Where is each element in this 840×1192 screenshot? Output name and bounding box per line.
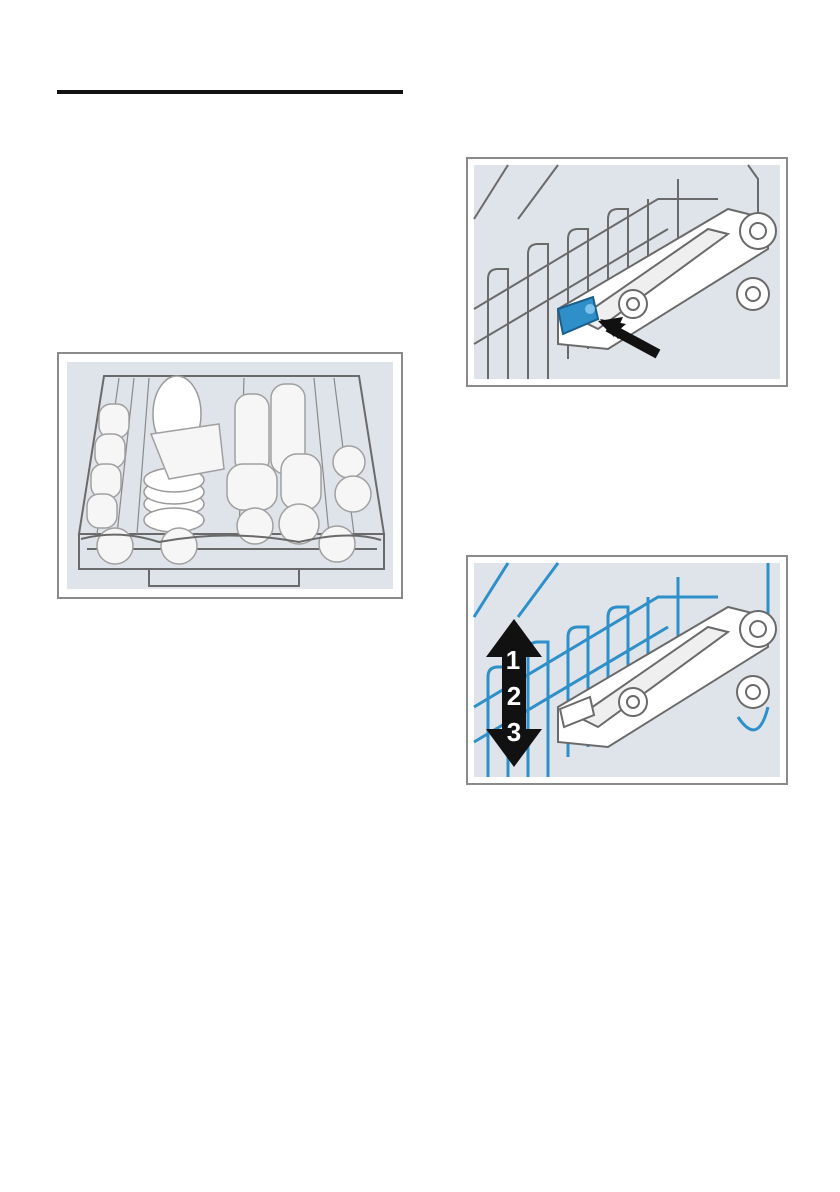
level-2-label: 2 xyxy=(507,681,521,711)
section-rule xyxy=(57,90,403,94)
height-adjust-illustration: 1 2 3 xyxy=(468,557,786,783)
level-3-label: 3 xyxy=(507,717,521,747)
level-1-label: 1 xyxy=(506,645,520,675)
loaded-basket-figure xyxy=(57,352,403,599)
loaded-basket-illustration xyxy=(59,354,401,597)
height-adjust-figure: 1 2 3 xyxy=(466,555,788,785)
release-lever-figure xyxy=(466,157,788,387)
release-lever-illustration xyxy=(468,159,786,385)
